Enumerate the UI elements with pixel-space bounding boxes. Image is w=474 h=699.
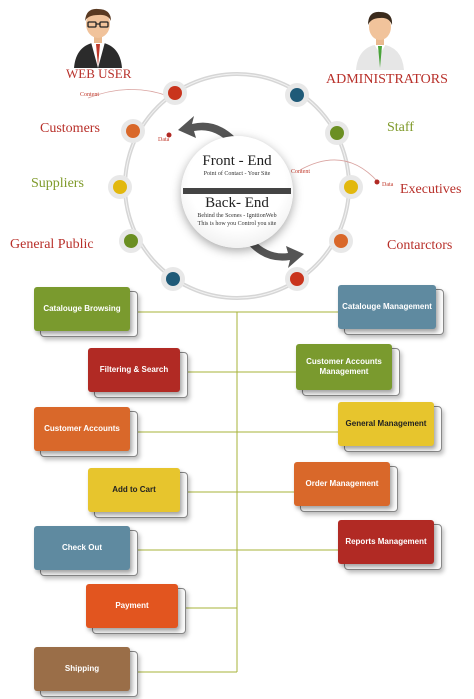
role-suppliers: Suppliers — [31, 176, 84, 191]
box-customer-accounts-management: Customer Accounts Management — [296, 344, 392, 390]
curved-arrow-icon — [246, 238, 304, 268]
ring-ball — [285, 267, 309, 291]
ring-ball — [161, 267, 185, 291]
front-end-subtitle: Point of Contact - Your Site — [203, 171, 271, 177]
web-user-avatar — [74, 8, 122, 68]
role-contarctors: Contarctors — [387, 238, 453, 253]
ring-ball — [339, 175, 363, 199]
ring-ball — [163, 81, 187, 105]
administrators-label: ADMINISTRATORS — [326, 72, 448, 87]
front-end-title: Front - End — [202, 153, 272, 169]
box-add-to-cart: Add to Cart — [88, 468, 180, 512]
ring-ball — [329, 229, 353, 253]
web-user-label: WEB USER — [66, 66, 132, 81]
back-end-subtitle-1: Behind the Scenes - IgnitionWeb — [197, 213, 277, 219]
content-label-right: Content — [291, 169, 310, 175]
box-catalouge-browsing: Catalouge Browsing — [34, 287, 130, 331]
ring-ball — [285, 83, 309, 107]
box-reports-management: Reports Management — [338, 520, 434, 564]
data-label-right: Data — [382, 182, 394, 188]
box-payment: Payment — [86, 584, 178, 628]
role-general-public: General Public — [10, 237, 94, 252]
ring-ball — [119, 229, 143, 253]
box-shipping: Shipping — [34, 647, 130, 691]
box-catalouge-management: Catalouge Management — [338, 285, 436, 329]
connector-lines — [136, 311, 344, 673]
role-customers: Customers — [40, 121, 100, 136]
back-end-title: Back- End — [205, 195, 269, 211]
data-dot — [374, 179, 380, 185]
divider-band — [183, 188, 291, 194]
role-staff: Staff — [387, 120, 414, 135]
curved-arrow-icon — [178, 116, 236, 144]
administrator-avatar — [356, 11, 404, 70]
ring-ball — [108, 175, 132, 199]
box-customer-accounts: Customer Accounts — [34, 407, 130, 451]
data-label-left: Data — [158, 137, 170, 143]
box-check-out: Check Out — [34, 526, 130, 570]
ring-ball — [121, 119, 145, 143]
box-filtering-search: Filtering & Search — [88, 348, 180, 392]
role-executives: Executives — [400, 182, 462, 197]
ring-ball — [325, 121, 349, 145]
data-dot — [166, 132, 172, 138]
box-order-management: Order Management — [294, 462, 390, 506]
back-end-subtitle-2: This is how you Control you site — [197, 221, 277, 227]
content-label-left: Content — [80, 92, 99, 98]
box-general-management: General Management — [338, 402, 434, 446]
